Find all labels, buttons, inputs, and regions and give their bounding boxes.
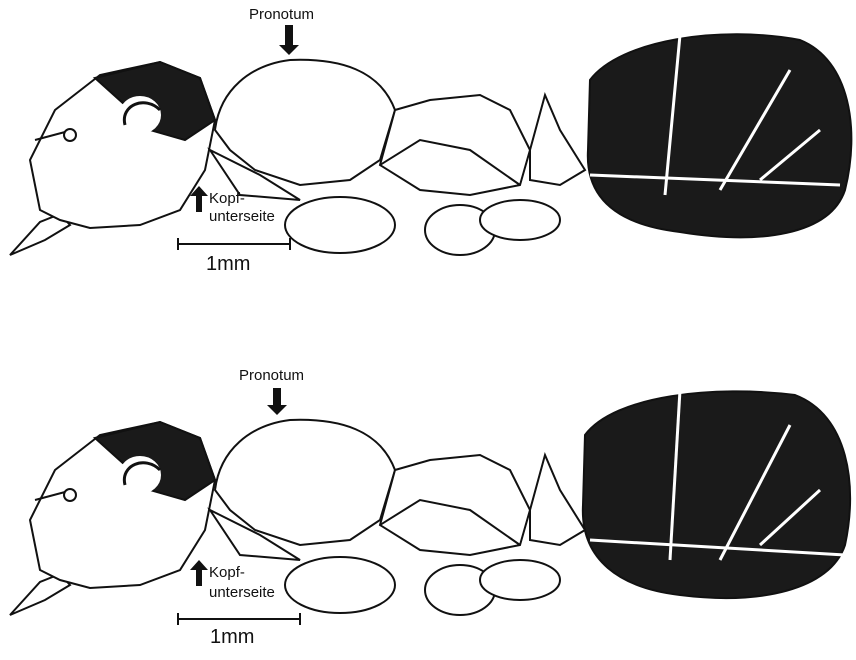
- kopf-label-line1: Kopf-: [209, 564, 245, 582]
- pronotum-label: Pronotum: [239, 367, 304, 385]
- ant-drawing-top: Pronotum Kopf- unterseite 1mm: [0, 0, 856, 300]
- pronotum-arrow: [279, 25, 299, 55]
- scale-label: 1mm: [210, 626, 254, 648]
- kopf-label-line2: unterseite: [209, 208, 275, 226]
- kopf-label-line1: Kopf-: [209, 190, 245, 208]
- pronotum-label: Pronotum: [249, 6, 314, 24]
- scale-label: 1mm: [206, 253, 250, 275]
- ant-drawing-bottom: Pronotum Kopf- unterseite 1mm: [0, 360, 856, 660]
- ant-illustration: [0, 0, 856, 300]
- ant-illustration: [0, 360, 856, 660]
- kopf-label-line2: unterseite: [209, 584, 275, 602]
